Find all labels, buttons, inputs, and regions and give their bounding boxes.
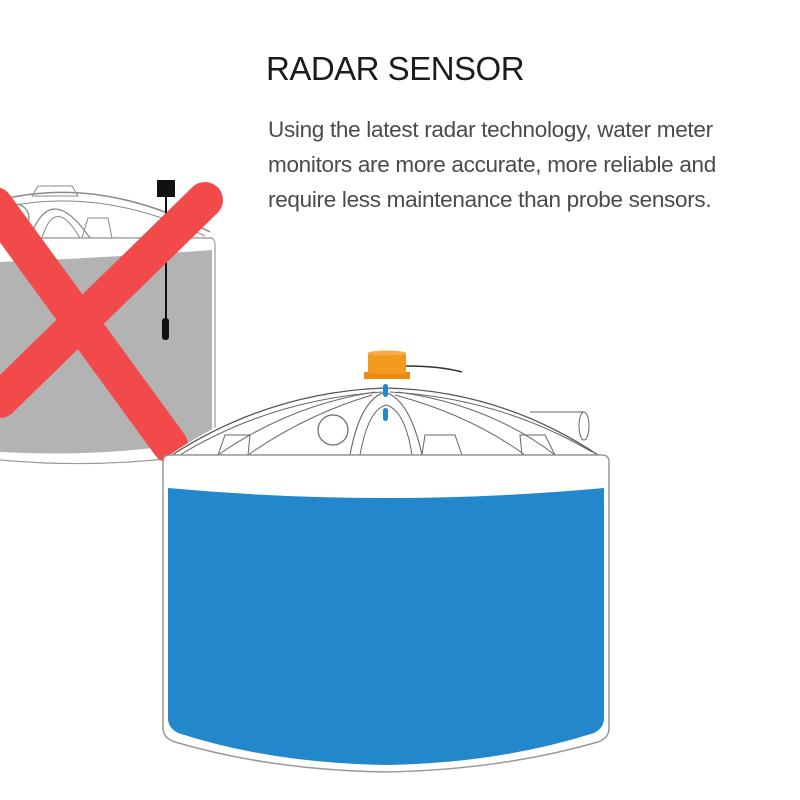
page-title: RADAR SENSOR (266, 50, 525, 87)
radar-beam (383, 384, 388, 397)
cross-out-icon (0, 182, 223, 463)
water-level (168, 488, 604, 765)
probe-sensor-tip (162, 318, 169, 340)
radar-sensor-icon (364, 350, 463, 379)
probe-sensor-head (157, 180, 175, 197)
radar-beam (383, 408, 388, 421)
description-line: Using the latest radar technology, water… (268, 117, 713, 142)
description-line: monitors are more accurate, more reliabl… (268, 152, 716, 177)
description-line: require less maintenance than probe sens… (268, 187, 712, 212)
radar-sensor-tank (162, 350, 610, 773)
description: Using the latest radar technology, water… (268, 112, 788, 217)
